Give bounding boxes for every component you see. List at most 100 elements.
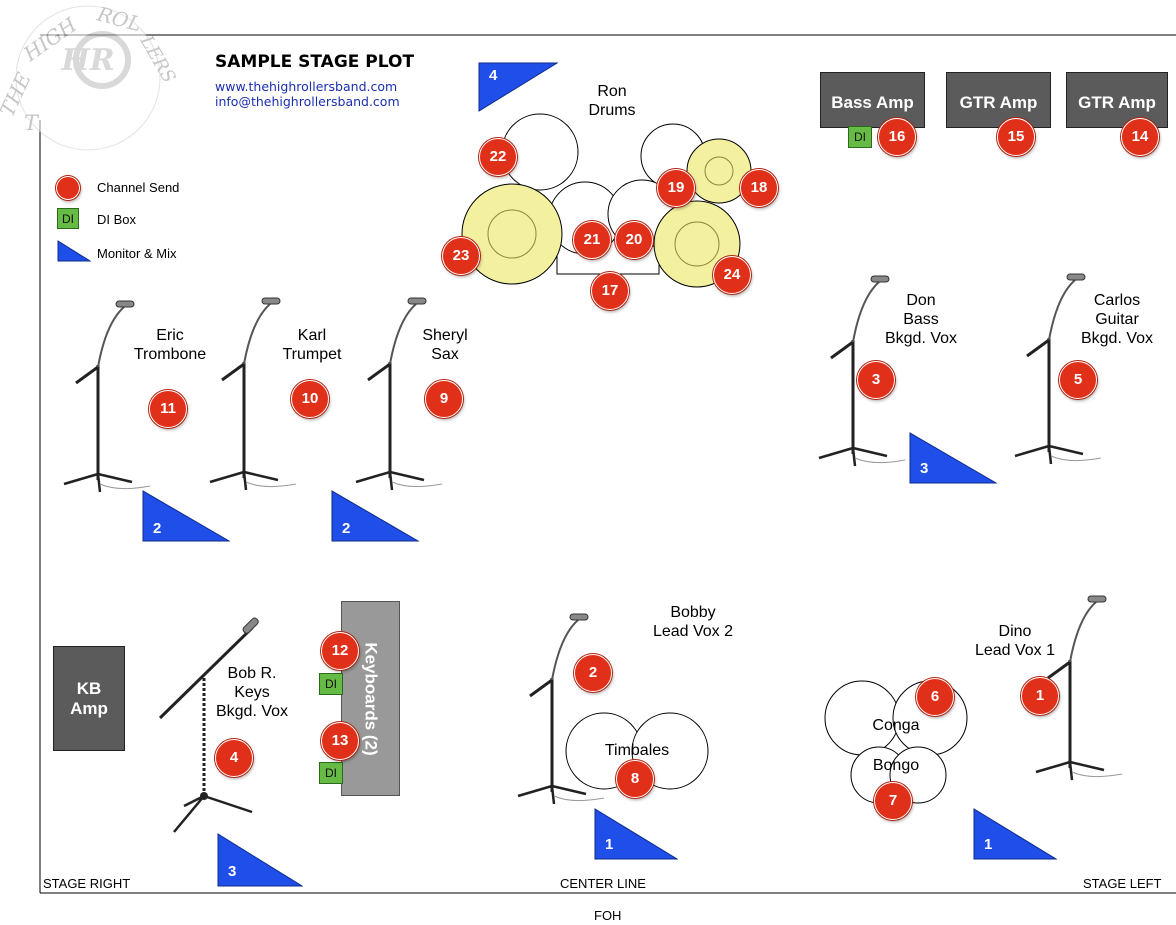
stage-left-label: STAGE LEFT bbox=[1083, 876, 1162, 891]
legend-di-label: DI Box bbox=[97, 212, 137, 227]
monitor-mix-number: 1 bbox=[605, 836, 614, 853]
channel-3: 3 bbox=[857, 361, 895, 399]
channel-5: 5 bbox=[1059, 361, 1097, 399]
performer-extra: Bkgd. Vox bbox=[884, 330, 958, 347]
performer-role: Trombone bbox=[133, 346, 207, 363]
channel-10: 10 bbox=[291, 380, 329, 418]
cymbal-large-left bbox=[461, 183, 563, 285]
band-logo: HR T THE HIGH ROL LERS bbox=[0, 1, 179, 151]
channel-21: 21 bbox=[573, 221, 611, 259]
svg-text:T: T bbox=[24, 111, 40, 135]
legend-di-icon: DI bbox=[57, 208, 79, 229]
channel-12: 12 bbox=[321, 632, 359, 670]
monitor-don: 3 bbox=[909, 432, 997, 484]
monitor-sheryl: 2 bbox=[331, 490, 419, 542]
monitor-mix-number: 3 bbox=[228, 863, 237, 880]
channel-8: 8 bbox=[616, 760, 654, 798]
performer-role: Keys bbox=[234, 684, 270, 701]
performer-bobby: Bobby Lead Vox 2 bbox=[638, 603, 748, 641]
channel-14: 14 bbox=[1121, 118, 1159, 156]
performer-name: Dino bbox=[998, 623, 1032, 640]
mic-stand-bob bbox=[158, 617, 259, 833]
kb-amp-line1: KB bbox=[76, 679, 102, 698]
channel-24: 24 bbox=[713, 256, 751, 294]
channel-23: 23 bbox=[442, 237, 480, 275]
performer-role: Lead Vox 2 bbox=[652, 623, 734, 640]
performer-name: Don bbox=[906, 292, 936, 309]
monitor-bob: 3 bbox=[217, 833, 303, 887]
mic-stand-dino bbox=[1035, 595, 1123, 781]
bongo-label: Bongo bbox=[872, 757, 920, 774]
mic-stand-karl bbox=[209, 297, 297, 491]
monitor-mix-number: 2 bbox=[153, 520, 162, 537]
performer-name: Bobby bbox=[670, 604, 716, 621]
monitor-dino: 1 bbox=[973, 808, 1057, 860]
performer-sheryl: Sheryl Sax bbox=[405, 326, 485, 364]
di-box-keys-1: DI bbox=[319, 673, 343, 695]
mic-stand-bobby bbox=[517, 613, 605, 805]
di-box-keys-2: DI bbox=[319, 762, 343, 784]
legend-channel-icon bbox=[56, 176, 80, 200]
performer-name: Carlos bbox=[1093, 292, 1141, 309]
email-link[interactable]: info@thehighrollersband.com bbox=[215, 94, 400, 109]
keyboard-amp: KB Amp bbox=[53, 646, 125, 751]
timbales-label: Timbales bbox=[604, 742, 670, 759]
mic-stand-eric bbox=[63, 300, 151, 493]
performer-dino: Dino Lead Vox 1 bbox=[970, 622, 1060, 660]
performer-role: Trumpet bbox=[282, 346, 342, 363]
guitar-amp-1: GTR Amp bbox=[946, 72, 1051, 128]
performer-role: Lead Vox 1 bbox=[974, 642, 1056, 659]
website-link[interactable]: www.thehighrollersband.com bbox=[215, 79, 398, 94]
performer-extra: Bkgd. Vox bbox=[1080, 330, 1154, 347]
performer-name: Sheryl bbox=[422, 327, 468, 344]
stage-right-label: STAGE RIGHT bbox=[43, 876, 131, 891]
channel-17: 17 bbox=[591, 272, 629, 310]
performer-role: Guitar bbox=[1095, 311, 1139, 328]
kb-amp-line2: Amp bbox=[70, 699, 108, 718]
legend-monitor-label: Monitor & Mix bbox=[97, 246, 177, 261]
mic-stand-carlos bbox=[1014, 273, 1102, 465]
performer-role: Sax bbox=[431, 346, 459, 363]
performer-eric: Eric Trombone bbox=[130, 326, 210, 364]
center-line-label: CENTER LINE bbox=[560, 876, 646, 891]
mic-stand-sheryl bbox=[355, 297, 443, 491]
mic-stands bbox=[63, 273, 1123, 833]
legend-channel-label: Channel Send bbox=[97, 180, 180, 195]
guitar-amp-2: GTR Amp bbox=[1066, 72, 1168, 128]
performer-carlos: Carlos Guitar Bkgd. Vox bbox=[1070, 291, 1164, 348]
channel-6: 6 bbox=[916, 678, 954, 716]
performer-don: Don Bass Bkgd. Vox bbox=[876, 291, 966, 348]
monitor-mix-number: 1 bbox=[984, 836, 993, 853]
monitor-drums: 4 bbox=[478, 62, 558, 112]
channel-20: 20 bbox=[615, 221, 653, 259]
conga-label: Conga bbox=[872, 717, 920, 734]
channel-19: 19 bbox=[657, 169, 695, 207]
legend-monitor-icon bbox=[57, 240, 91, 262]
di-box-bass: DI bbox=[848, 126, 872, 148]
contact-info: www.thehighrollersband.com info@thehighr… bbox=[215, 79, 400, 109]
svg-text:HR: HR bbox=[60, 43, 114, 78]
monitor-mix-number: 2 bbox=[342, 520, 351, 537]
channel-1: 1 bbox=[1021, 677, 1059, 715]
page-title: SAMPLE STAGE PLOT bbox=[215, 52, 415, 72]
keyboards-rig bbox=[341, 601, 400, 796]
channel-15: 15 bbox=[997, 118, 1035, 156]
keyboards-label-wrap: Keyboards (2) bbox=[341, 601, 400, 796]
mic-stand-don bbox=[818, 275, 906, 467]
performer-karl: Karl Trumpet bbox=[272, 326, 352, 364]
channel-4: 4 bbox=[215, 739, 253, 777]
channel-11: 11 bbox=[149, 390, 187, 428]
monitor-mix-number: 3 bbox=[920, 460, 929, 477]
performer-name: Karl bbox=[297, 327, 327, 344]
keyboards-label: Keyboards (2) bbox=[361, 641, 381, 756]
bass-amp: Bass Amp bbox=[820, 72, 925, 128]
performer-extra: Bkgd. Vox bbox=[215, 703, 289, 720]
channel-16: 16 bbox=[878, 118, 916, 156]
channel-9: 9 bbox=[425, 380, 463, 418]
foh-label: FOH bbox=[594, 908, 622, 923]
performer-name: Bob R. bbox=[227, 665, 277, 682]
performer-role: Bass bbox=[903, 311, 939, 328]
monitor-mix-number: 4 bbox=[489, 67, 498, 84]
